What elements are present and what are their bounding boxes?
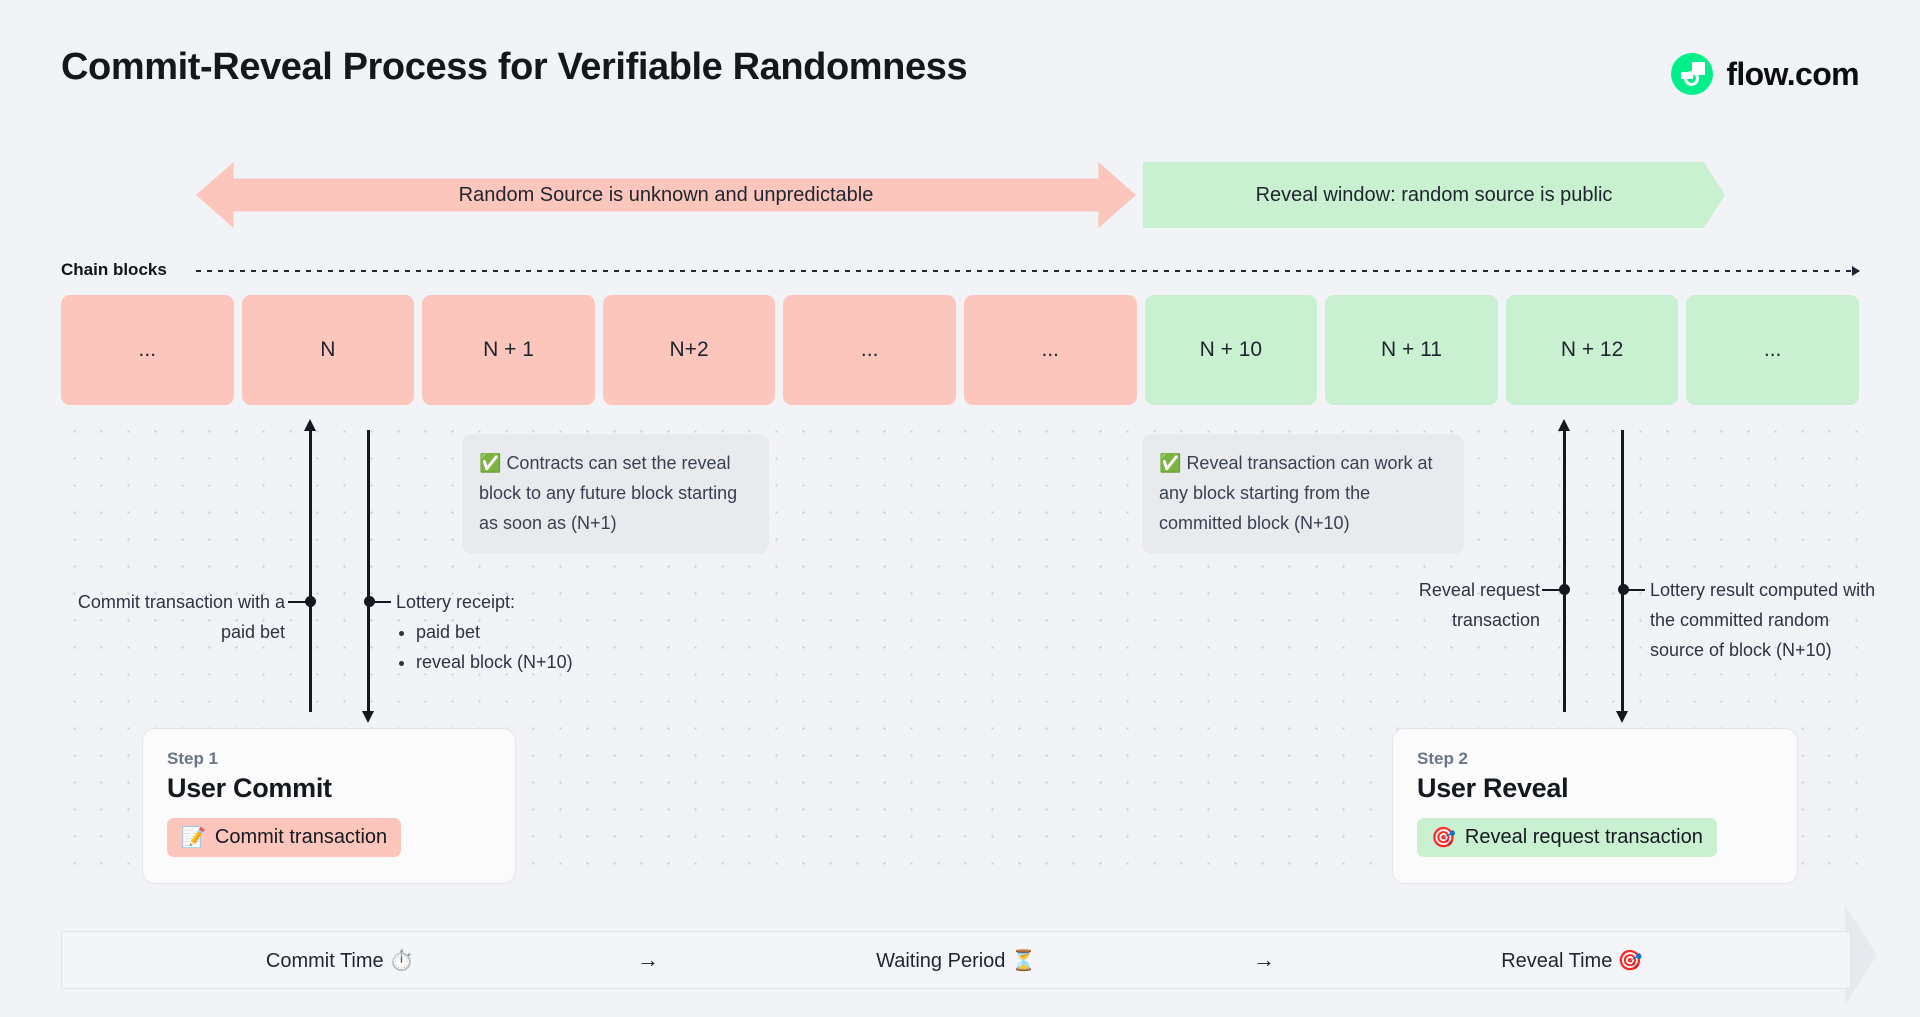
chain-block: ... — [783, 295, 956, 405]
banner-reveal-label: Reveal window: random source is public — [1255, 183, 1613, 206]
annotation-reveal-request: Reveal request transaction — [1418, 580, 1540, 630]
chain-block: N + 1 — [422, 295, 595, 405]
timeline-arrow-icon: → — [1253, 947, 1275, 972]
step-1-title: User Commit — [167, 773, 332, 803]
chain-block: ... — [61, 295, 234, 405]
commit-anchor-dot — [305, 596, 316, 607]
banner-unknown-label: Random Source is unknown and unpredictab… — [458, 183, 874, 206]
reveal-anchor-dot — [1559, 584, 1570, 595]
step-2-title: User Reveal — [1417, 773, 1569, 803]
phase-banners: Random Source is unknown and unpredictab… — [0, 162, 1920, 240]
chain-blocks-row: ... N N + 1 N+2 ... ... N + 10 N + 11 N … — [61, 295, 1859, 405]
callout-reveal-transaction: ✅ Reveal transaction can work at any blo… — [1142, 434, 1464, 554]
step-1-action-pill[interactable]: 📝 Commit transaction — [167, 818, 402, 857]
timeline-waiting-period: Waiting Period ⏳ — [876, 949, 1036, 972]
timeline-reveal-time: Reveal Time 🎯 — [1501, 949, 1643, 972]
step-card-user-reveal[interactable]: Step 2 User Reveal 🎯 Reveal request tran… — [1392, 728, 1798, 884]
step-card-user-commit[interactable]: Step 1 User Commit 📝 Commit transaction — [142, 728, 516, 884]
result-connector — [1623, 589, 1645, 592]
flow-logo: flow.com — [1671, 53, 1860, 95]
memo-icon: 📝 — [181, 827, 206, 849]
timeline-commit-time: Commit Time ⏱️ — [265, 949, 415, 972]
annotation-lottery-result: Lottery result computed with the committ… — [1650, 580, 1876, 660]
step-1-action-label: Commit transaction — [214, 826, 388, 848]
step-1-label: Step 1 — [167, 749, 219, 768]
receipt-connector — [369, 601, 391, 604]
page-title: Commit-Reveal Process for Verifiable Ran… — [61, 46, 968, 88]
step-2-action-pill[interactable]: 🎯 Reveal request transaction — [1417, 818, 1717, 857]
banner-reveal-window: Reveal window: random source is public — [1143, 162, 1725, 228]
target-icon: 🎯 — [1431, 827, 1456, 849]
chain-block: ... — [963, 295, 1137, 405]
result-down-arrow — [1615, 430, 1628, 723]
annotation-commit-transaction: Commit transaction with a paid bet — [77, 592, 285, 642]
receipt-anchor-dot — [364, 596, 375, 607]
chain-block: N + 10 — [1144, 295, 1318, 405]
commit-connector — [288, 601, 310, 604]
lottery-receipt-title: Lottery receipt: — [396, 592, 516, 612]
reveal-up-arrow — [1557, 419, 1570, 712]
lottery-receipt-item: reveal block (N+10) — [416, 647, 656, 677]
chain-blocks-label: Chain blocks — [61, 260, 167, 279]
check-icon: ✅ — [1159, 453, 1182, 473]
step-2-label: Step 2 — [1417, 749, 1469, 768]
banner-unknown-window: Random Source is unknown and unpredictab… — [196, 162, 1136, 228]
lottery-receipt-item: paid bet — [416, 617, 656, 647]
timeline-bar: Commit Time ⏱️ → Waiting Period ⏳ → Reve… — [61, 931, 1851, 989]
chain-axis-arrow — [196, 266, 1860, 276]
check-icon: ✅ — [479, 453, 502, 473]
timeline-arrow-icon: → — [637, 947, 659, 972]
chain-block: N + 11 — [1325, 295, 1498, 405]
chain-block: N + 12 — [1505, 295, 1679, 405]
chain-block: N+2 — [602, 295, 776, 405]
flow-logo-icon — [1671, 53, 1714, 95]
step-2-action-label: Reveal request transaction — [1464, 826, 1703, 848]
result-anchor-dot — [1618, 584, 1629, 595]
commit-up-arrow — [303, 419, 316, 712]
flow-logo-text: flow.com — [1726, 55, 1859, 92]
chain-block: N — [241, 295, 415, 405]
annotation-lottery-receipt: Lottery receipt: paid bet reveal block (… — [396, 587, 656, 677]
callout-two-text: Reveal transaction can work at any block… — [1159, 453, 1433, 533]
callout-one-text: Contracts can set the reveal block to an… — [479, 453, 738, 533]
chain-block: ... — [1686, 295, 1859, 405]
reveal-connector — [1542, 589, 1564, 592]
callout-contract-reveal-block: ✅ Contracts can set the reveal block to … — [462, 434, 769, 554]
receipt-down-arrow — [361, 430, 374, 723]
